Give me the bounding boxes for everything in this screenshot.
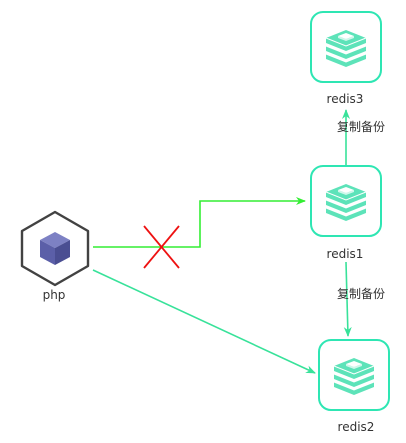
- php-node[interactable]: php: [20, 210, 90, 302]
- redis2-label: redis2: [338, 420, 375, 434]
- edge-redis1-to-redis2: [343, 261, 352, 337]
- edge-label-replication-top: 复制备份: [337, 120, 385, 134]
- edge-php-to-redis2: [92, 269, 316, 374]
- redis1-label: redis1: [327, 247, 364, 261]
- blocked-cross-icon: [143, 225, 180, 269]
- redis3-node[interactable]: redis3: [310, 11, 382, 106]
- redis3-label: redis3: [327, 92, 364, 106]
- php-box-icon: [20, 210, 90, 287]
- php-label: php: [43, 288, 66, 302]
- redis2-node[interactable]: redis2: [318, 339, 390, 434]
- edge-php-to-redis1: [93, 197, 306, 248]
- redis1-node[interactable]: redis1: [310, 165, 382, 261]
- edge-label-replication-bottom: 复制备份: [337, 287, 385, 301]
